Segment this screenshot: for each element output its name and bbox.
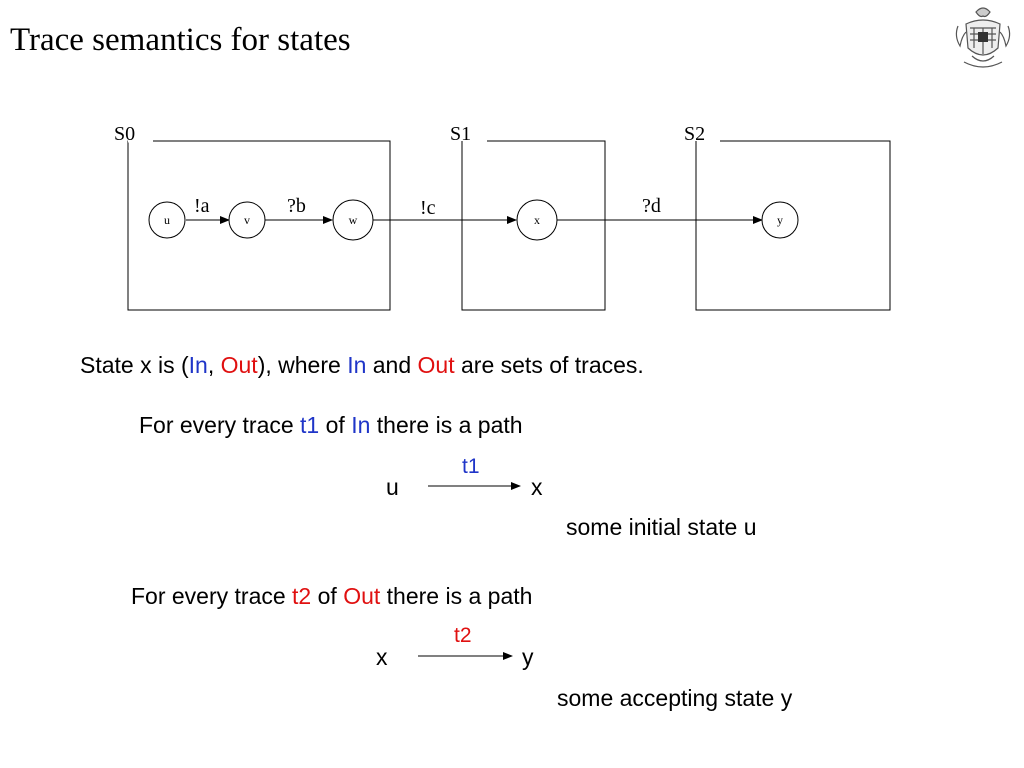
- state-box-s1: [461, 140, 606, 311]
- path2-to: y: [522, 644, 534, 670]
- out-set-term: Out: [417, 352, 455, 378]
- trace-t2-term: t2: [292, 583, 312, 609]
- edge-label-a: !a: [194, 195, 210, 217]
- node-label-u: u: [164, 213, 170, 227]
- node-label-y: y: [777, 213, 783, 227]
- node-w: w: [332, 199, 374, 241]
- text-fragment: For every trace: [139, 412, 301, 438]
- out-set-term: Out: [220, 352, 258, 378]
- node-label-x: x: [534, 213, 540, 227]
- edge-label-d: ?d: [642, 195, 661, 217]
- node-label-v: v: [244, 213, 250, 227]
- state-box-s0: [127, 139, 391, 311]
- out-set-term: Out: [343, 583, 381, 609]
- text-fragment: ), where: [257, 352, 348, 378]
- state-box-s2: [695, 140, 891, 311]
- in-set-term: In: [347, 352, 367, 378]
- state-label-s2: S2: [684, 123, 705, 145]
- state-label-s0: S0: [114, 123, 135, 145]
- path2-from: x: [376, 644, 388, 670]
- text-fragment: of: [311, 583, 344, 609]
- path1-from: u: [386, 474, 399, 500]
- path1-label: t1: [462, 455, 480, 478]
- accepting-state-note: some accepting state y: [557, 685, 793, 711]
- text-fragment: are sets of traces.: [454, 352, 644, 378]
- text-fragment: there is a path: [370, 412, 523, 438]
- text-fragment: of: [319, 412, 352, 438]
- node-v: v: [228, 201, 266, 239]
- initial-state-note: some initial state u: [566, 514, 757, 540]
- text-fragment: State x is (: [80, 352, 189, 378]
- state-definition-line: State x is (In, Out), where In and Out a…: [80, 352, 644, 379]
- out-trace-line: For every trace t2 of Out there is a pat…: [131, 583, 532, 610]
- text-fragment: there is a path: [380, 583, 533, 609]
- node-label-w: w: [349, 213, 358, 227]
- in-trace-line: For every trace t1 of In there is a path: [139, 412, 523, 439]
- text-fragment: and: [366, 352, 418, 378]
- edge-label-c: !c: [420, 197, 436, 219]
- node-x: x: [516, 199, 558, 241]
- edge-label-b: ?b: [287, 195, 306, 217]
- path1-to: x: [531, 474, 543, 500]
- text-fragment: ,: [207, 352, 221, 378]
- slide-title: Trace semantics for states: [10, 22, 351, 58]
- trace-t1-term: t1: [300, 412, 320, 438]
- state-label-s1: S1: [450, 123, 471, 145]
- path2-label: t2: [454, 624, 472, 647]
- node-u: u: [148, 201, 186, 239]
- text-fragment: For every trace: [131, 583, 293, 609]
- in-set-term: In: [188, 352, 208, 378]
- in-set-term: In: [351, 412, 371, 438]
- node-y: y: [761, 201, 799, 239]
- university-crest-logo: [955, 7, 1011, 68]
